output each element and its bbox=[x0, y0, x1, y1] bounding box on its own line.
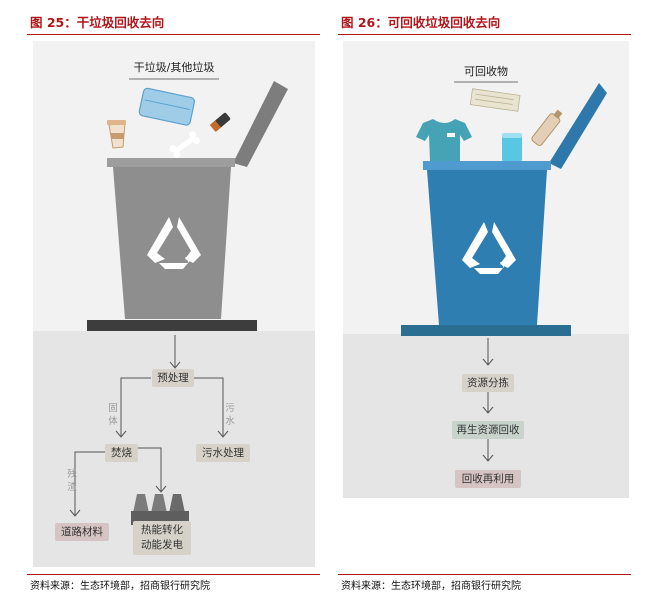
title-rule-left bbox=[27, 34, 320, 35]
bin-lid bbox=[233, 81, 288, 167]
source-note-left: 资料来源：生态环境部，招商银行研究院 bbox=[30, 581, 210, 592]
bin-rim bbox=[423, 161, 551, 170]
label-solid: 固体 bbox=[108, 403, 118, 427]
source-rule-left bbox=[27, 574, 320, 575]
bone-icon bbox=[169, 131, 201, 158]
bin-label: 干垃圾/其他垃圾 bbox=[133, 61, 215, 74]
battery-icon bbox=[209, 112, 231, 132]
bin-base bbox=[87, 320, 257, 331]
recycle-icon bbox=[147, 217, 201, 269]
node-sorting: 资源分拣 bbox=[462, 374, 514, 392]
bin-label-underline bbox=[454, 81, 518, 83]
newspaper-icon bbox=[469, 88, 521, 112]
figure-26-title: 图 26：可回收垃圾回收去向 bbox=[341, 15, 501, 30]
node-energy: 热能转化 动能发电 bbox=[133, 521, 191, 555]
energy-line-1: 热能转化 bbox=[141, 524, 183, 536]
title-rule-right bbox=[338, 34, 631, 35]
dry-waste-bin bbox=[87, 81, 288, 331]
recyclable-items bbox=[416, 88, 563, 163]
label-residue: 残渣 bbox=[67, 469, 77, 493]
dry-waste-items bbox=[107, 87, 231, 158]
source-rule-right bbox=[338, 574, 631, 575]
bin-body bbox=[113, 167, 231, 319]
bin-body bbox=[427, 170, 547, 325]
label-sewage: 污水 bbox=[225, 403, 235, 427]
node-pretreatment: 预处理 bbox=[152, 369, 194, 387]
figure-25-title: 图 25：干垃圾回收去向 bbox=[30, 15, 165, 30]
tshirt-icon bbox=[416, 119, 472, 161]
node-sewage-treatment: 污水处理 bbox=[196, 444, 250, 462]
energy-line-2: 动能发电 bbox=[141, 539, 183, 551]
recyclable-diagram: 可回收物 bbox=[343, 41, 629, 498]
dry-waste-diagram: 干垃圾/其他垃圾 bbox=[33, 41, 315, 567]
node-incineration: 焚烧 bbox=[105, 444, 138, 462]
bin-label: 可回收物 bbox=[464, 65, 508, 78]
node-regeneration: 再生资源回收 bbox=[452, 421, 524, 439]
node-road-material: 道路材料 bbox=[55, 523, 109, 541]
can-icon bbox=[502, 133, 522, 163]
recycle-icon bbox=[462, 222, 516, 274]
recyclable-bin bbox=[401, 83, 607, 336]
coffee-cup-icon bbox=[107, 120, 126, 149]
flow-connectors bbox=[482, 338, 494, 462]
bin-label-underline bbox=[129, 78, 219, 80]
bottle-icon bbox=[531, 109, 563, 146]
source-note-right: 资料来源：生态环境部，招商银行研究院 bbox=[341, 581, 521, 592]
lunchbox-icon bbox=[138, 87, 196, 126]
bin-lid bbox=[549, 83, 607, 169]
bin-base bbox=[401, 325, 571, 336]
bin-rim bbox=[107, 158, 235, 167]
node-reuse: 回收再利用 bbox=[455, 470, 521, 488]
